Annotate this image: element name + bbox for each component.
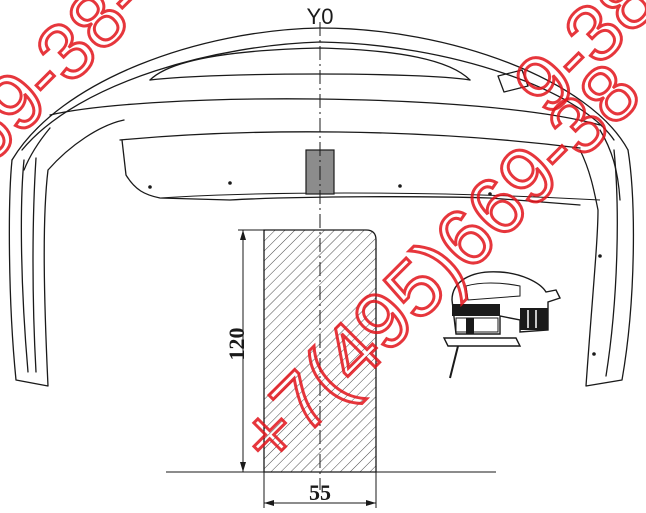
axis-label: Y0: [307, 4, 334, 29]
width-dimension: [263, 472, 377, 508]
jigsaw-icon: [442, 271, 561, 379]
height-dimension: [238, 229, 264, 472]
width-dimension-label: 55: [309, 480, 331, 505]
bumper-outline: [8, 27, 635, 387]
cutout-hatched-area: [263, 229, 377, 473]
height-dimension-label: 120: [224, 328, 249, 361]
watermark-top-left: 69-38-: [0, 0, 164, 180]
